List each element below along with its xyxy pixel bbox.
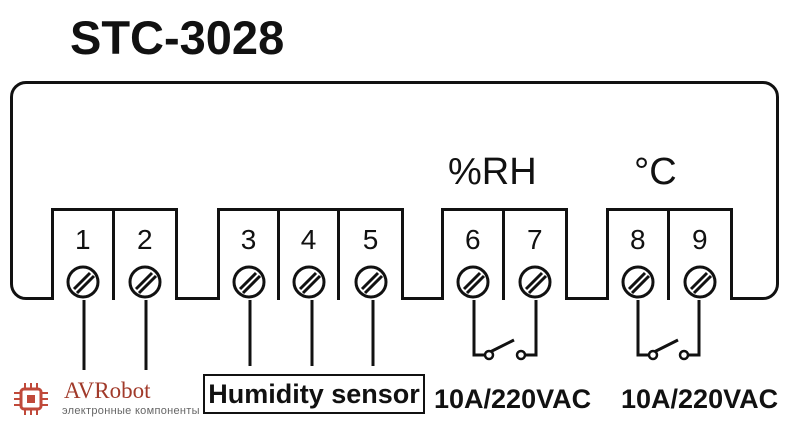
terminal-block-sensor: 3 4 5: [217, 208, 404, 300]
terminal-7: 7: [505, 211, 565, 300]
terminal-number: 6: [464, 224, 481, 255]
terminal-9: 9: [670, 211, 730, 300]
screw-icon: [292, 265, 326, 299]
terminal-block-temperature-relay: 8 9: [606, 208, 733, 300]
chip-logo-icon: [14, 383, 48, 415]
terminal-1: 1: [54, 211, 115, 300]
terminal-number: 3: [240, 224, 257, 255]
temperature-relay-rating: 10A/220VAC: [621, 384, 779, 414]
relay-contact-2: [651, 338, 679, 355]
terminal-number: 7: [526, 224, 543, 255]
screw-icon: [621, 265, 655, 299]
watermark-tagline: электронные компоненты: [62, 405, 200, 417]
screw-icon: [456, 265, 490, 299]
wire-terminal-9: [687, 300, 701, 357]
screw-icon: [128, 265, 162, 299]
relay-contact-1: [487, 338, 515, 355]
terminal-5: 5: [340, 211, 401, 300]
terminal-number: 8: [629, 224, 646, 255]
wire-terminal-6: [472, 300, 486, 357]
screw-icon: [66, 265, 100, 299]
humidity-output-label: %RH: [448, 151, 537, 193]
terminal-block-power: 1 2: [51, 208, 178, 300]
screw-icon: [518, 265, 552, 299]
terminal-8: 8: [609, 211, 670, 300]
terminal-number: 2: [136, 224, 153, 255]
wire-terminal-7: [524, 300, 538, 357]
screw-icon: [683, 265, 717, 299]
screw-icon: [232, 265, 266, 299]
terminal-number: 1: [74, 224, 91, 255]
screw-icon: [354, 265, 388, 299]
terminal-6: 6: [444, 211, 505, 300]
temperature-output-label: °C: [634, 151, 677, 193]
terminal-number: 4: [300, 224, 317, 255]
terminal-4: 4: [280, 211, 341, 300]
humidity-relay-rating: 10A/220VAC: [434, 384, 592, 414]
device-model-title: STC-3028: [70, 11, 285, 64]
terminal-block-humidity-relay: 6 7: [441, 208, 568, 300]
wire-terminal-8: [636, 300, 650, 357]
terminal-2: 2: [115, 211, 175, 300]
terminal-number: 9: [691, 224, 708, 255]
humidity-sensor-box: Humidity sensor: [203, 374, 425, 414]
watermark-brand: AVRobot: [64, 378, 151, 403]
terminal-number: 5: [362, 224, 379, 255]
terminal-3: 3: [220, 211, 281, 300]
